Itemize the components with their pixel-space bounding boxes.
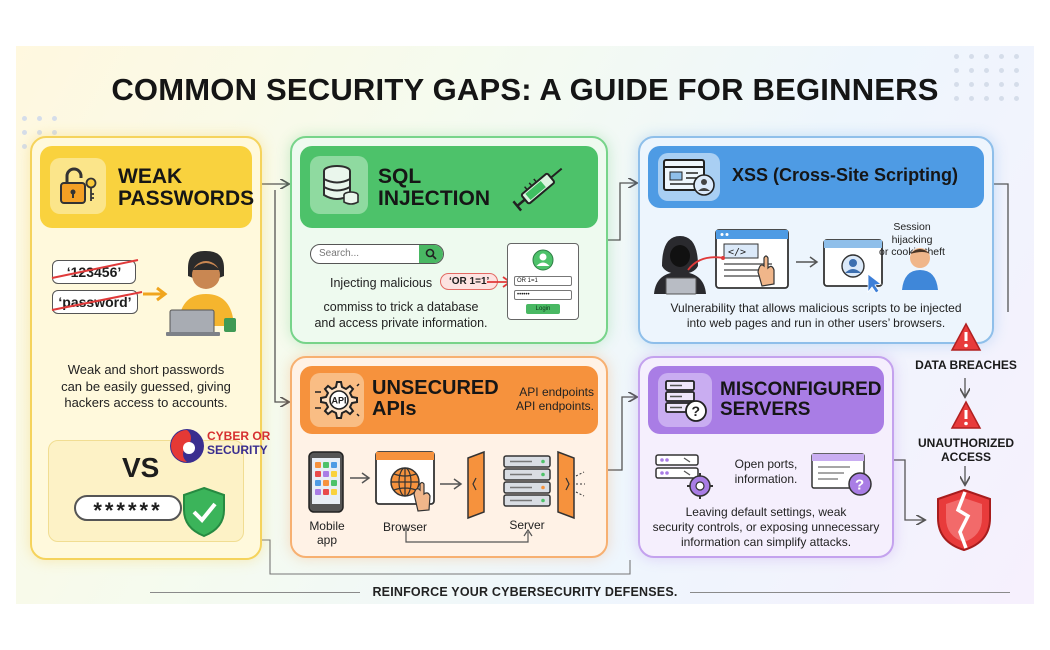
arrow-right-icon: [143, 286, 168, 302]
search-button[interactable]: [419, 245, 443, 263]
data-breaches-label: DATA BREACHES: [915, 358, 1017, 372]
search-bar[interactable]: Search...: [310, 244, 444, 264]
code-window-icon: </>: [715, 229, 789, 289]
weak-passwords-title-1: WEAK: [118, 165, 183, 188]
warning-triangle-icon: [950, 322, 982, 351]
hacker-person-icon: [166, 250, 236, 336]
browser-globe-icon: [375, 451, 435, 512]
login-password-field[interactable]: ••••••: [514, 290, 572, 300]
server-question-icon: ?: [665, 380, 707, 422]
login-button[interactable]: Login: [526, 304, 560, 314]
footer-tagline: REINFORCE YOUR CYBERSECURITY DEFENSES.: [372, 585, 678, 599]
svg-text:?: ?: [855, 477, 864, 494]
sql-injecting-text: Injecting malicious: [330, 276, 433, 290]
unauthorized-access-label: UNAUTHORIZED ACCESS: [918, 436, 1014, 465]
unlocked-padlock-icon: [60, 167, 97, 204]
api-iconbox: API: [310, 373, 364, 427]
sql-injection-header: SQL INJECTION: [300, 146, 598, 228]
servers-iconbox: ?: [658, 373, 712, 427]
cyber-logo-text: CYBER OR SECURITY: [207, 429, 271, 457]
page-title: COMMON SECURITY GAPS: A GUIDE FOR BEGINN…: [111, 72, 939, 107]
arrow-right-icon: [440, 478, 463, 490]
cyber-logo-icon: [170, 429, 204, 463]
weak-passwords-header: WEAK PASSWORDS: [40, 146, 255, 228]
browser-label: Browser: [382, 520, 427, 534]
vs-label: VS: [122, 452, 160, 483]
xss-title: XSS (Cross-Site Scripting): [732, 165, 959, 185]
mobile-app-icon: [308, 451, 344, 513]
mobile-app-label: Mobile app: [309, 519, 345, 547]
victim-browser-icon: [823, 239, 883, 294]
window-question-icon: ?: [811, 453, 872, 496]
masked-password-field: ******: [74, 495, 182, 523]
login-username-field[interactable]: OR 1=1: [514, 276, 572, 286]
broken-shield-icon: [937, 488, 991, 552]
api-title-1: UNSECURED: [372, 377, 499, 399]
sql-description: commiss to trick a database and access p…: [314, 300, 488, 330]
search-placeholder: Search...: [319, 248, 360, 259]
weak-passwords-title-2: PASSWORDS: [118, 187, 255, 211]
sql-title-1: SQL: [378, 165, 422, 188]
svg-text:?: ?: [692, 403, 701, 419]
misconfigured-servers-header: ? MISCONFIGURED SERVERS: [648, 366, 884, 434]
decorative-dots: [954, 54, 1020, 101]
xss-header: XSS (Cross-Site Scripting): [648, 146, 984, 208]
return-bracket: [405, 528, 533, 543]
xss-iconbox: [658, 153, 720, 201]
weak-example-1: ‘123456’: [52, 260, 136, 284]
user-icon: [902, 248, 938, 290]
servers-title-2: SERVERS: [720, 398, 811, 420]
server-firewall-icon: [467, 450, 585, 520]
weak-passwords-description: Weak and short passwords can be easily g…: [61, 362, 231, 411]
weak-passwords-iconbox: [50, 158, 106, 214]
server-label: Server: [509, 518, 545, 532]
user-avatar-icon: [532, 249, 554, 271]
open-ports-text: Open ports, information.: [734, 457, 798, 487]
footer-divider-right: [690, 592, 1010, 593]
strikethrough-marks: [51, 259, 143, 311]
arrow-right-icon: [796, 256, 819, 268]
shield-check-icon: [183, 486, 225, 538]
sql-title-2: INJECTION: [378, 187, 491, 211]
api-gear-icon: API: [315, 381, 360, 419]
footer-divider-left: [150, 592, 360, 593]
red-injection-line: [687, 256, 725, 271]
api-title-2: APIs: [372, 398, 417, 420]
sql-iconbox: [310, 156, 368, 214]
api-endpoints-note: API endpoints API endpoints.: [515, 385, 594, 414]
database-icon: [323, 165, 359, 205]
unsecured-apis-header: API UNSECURED APIs API endpoints API end…: [300, 366, 598, 434]
syringe-icon: [512, 167, 563, 212]
hooded-hacker-icon: [654, 236, 706, 295]
svg-text:</>: </>: [728, 247, 746, 258]
browser-user-icon: [663, 159, 715, 196]
xss-description: Vulnerability that allows malicious scri…: [670, 301, 962, 331]
servers-description: Leaving default settings, weak security …: [652, 505, 880, 549]
servers-title-1: MISCONFIGURED: [720, 379, 882, 400]
search-icon: [425, 248, 437, 260]
server-gear-icon: [655, 454, 713, 499]
arrow-right-icon: [350, 472, 371, 484]
svg-text:API: API: [332, 396, 347, 406]
warning-triangle-icon: [950, 400, 982, 429]
